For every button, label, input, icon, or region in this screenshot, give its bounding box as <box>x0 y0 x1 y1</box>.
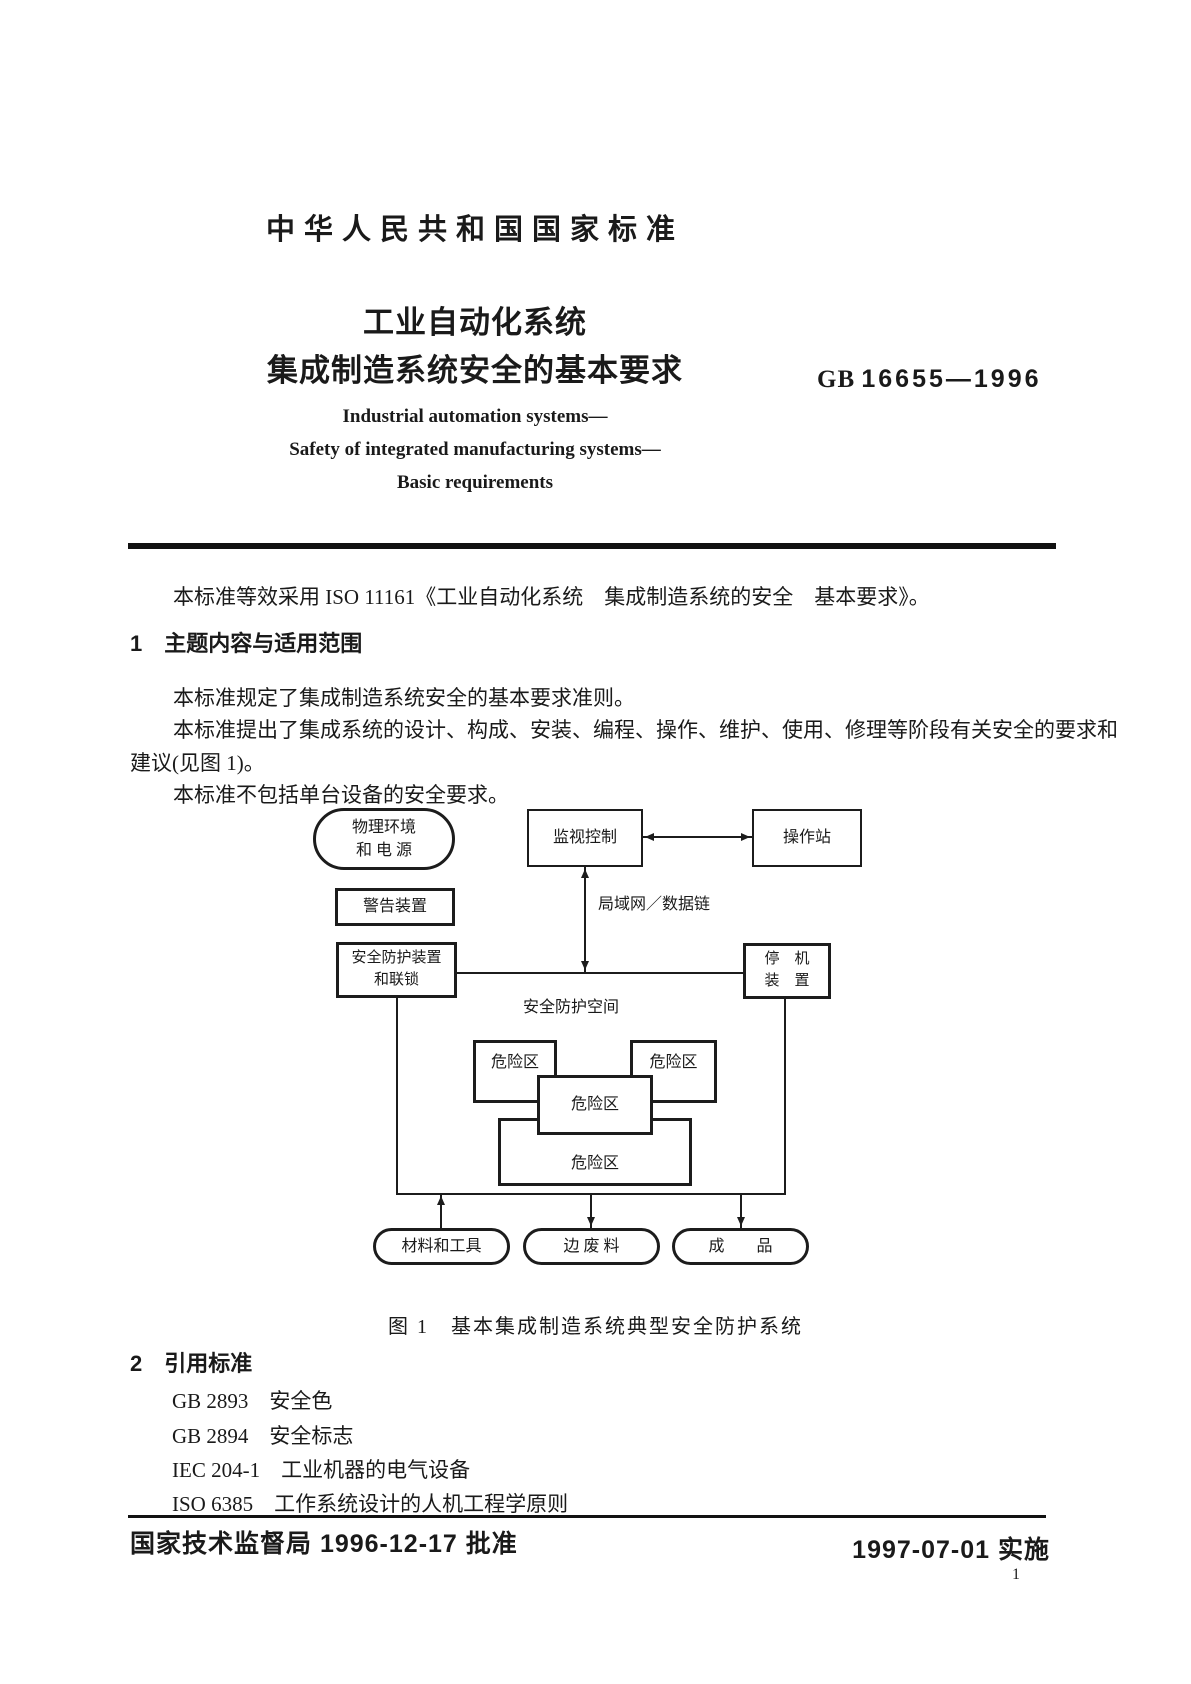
approval-statement: 国家技术监督局 1996-12-17 批准 <box>130 1530 518 1558</box>
reference-gb2893: GB 2893 安全色 <box>172 1389 333 1413</box>
materials-link-line <box>440 1193 442 1228</box>
section1-line2: 本标准提出了集成系统的设计、构成、安装、编程、操作、维护、使用、修理等阶段有关安… <box>173 718 1118 742</box>
stop-device-line1: 停 机 <box>764 951 810 968</box>
arrowhead-up-icon <box>437 1196 445 1205</box>
section1-line4: 本标准不包括单台设备的安全要求。 <box>173 783 509 807</box>
materials-tools-node: 材料和工具 <box>373 1228 510 1265</box>
operator-station-node: 操作站 <box>752 809 862 867</box>
standard-title-line1: 工业自动化系统 <box>363 305 587 340</box>
arrowhead-left-icon <box>645 833 654 841</box>
stop-device-line2: 装 置 <box>764 973 810 989</box>
monitor-station-link-line <box>643 836 752 838</box>
reference-gb2894: GB 2894 安全标志 <box>172 1424 354 1448</box>
materials-tools-label: 材料和工具 <box>401 1237 482 1255</box>
arrowhead-up-icon <box>581 869 589 878</box>
operator-station-label: 操作站 <box>782 829 831 847</box>
safeguarded-space-label: 安全防护空间 <box>523 999 620 1016</box>
national-standard-label: 中华人民共和国国家标准 <box>265 214 684 246</box>
english-title-line1: Industrial automation systems— <box>342 406 608 427</box>
intro-paragraph: 本标准等效采用 ISO 11161《工业自动化系统 集成制造系统的安全 基本要求… <box>173 585 930 609</box>
scrap-node: 边 废 料 <box>523 1228 660 1265</box>
section2-heading: 2 引用标准 <box>130 1351 253 1376</box>
section1-heading: 1 主题内容与适用范围 <box>130 631 363 656</box>
section1-line1: 本标准规定了集成制造系统安全的基本要求准则。 <box>173 686 635 710</box>
figure1-caption: 图 1 基本集成制造系统典型安全防护系统 <box>388 1316 803 1338</box>
arrowhead-right-icon <box>741 833 750 841</box>
safeguard-interlock-node: 安全防护装置 和联锁 <box>336 942 457 998</box>
scrap-link-line <box>590 1193 592 1228</box>
arrowhead-down-icon <box>737 1217 745 1226</box>
environment-node-line2: 和 电 源 <box>355 842 412 859</box>
environment-node: 物理环境 和 电 源 <box>313 808 455 870</box>
danger-zone-label: 危险区 <box>490 1054 539 1071</box>
environment-node-line1: 物理环境 <box>351 818 416 836</box>
header-rule <box>128 543 1056 549</box>
arrowhead-down-icon <box>587 1217 595 1226</box>
lan-label: 局域网／数据链 <box>598 896 711 913</box>
reference-iso6385: ISO 6385 工作系统设计的人机工程学原则 <box>172 1492 569 1516</box>
footer-rule <box>128 1515 1046 1518</box>
english-title-line3: Basic requirements <box>396 472 554 493</box>
safeguard-node-line2: 和联锁 <box>373 972 419 988</box>
danger-zone-label: 危险区 <box>570 1096 619 1114</box>
finished-product-node: 成 品 <box>672 1228 809 1265</box>
product-link-line <box>740 1193 742 1228</box>
monitor-control-label: 监视控制 <box>552 829 617 847</box>
section1-line3: 建议(见图 1)。 <box>130 751 265 775</box>
danger-zone-bottom: 危险区 <box>498 1118 692 1186</box>
standard-code: GB 16655—1996 <box>817 365 1042 394</box>
scrap-label: 边 废 料 <box>563 1237 620 1255</box>
english-title-line2: Safety of integrated manufacturing syste… <box>289 439 661 460</box>
page-number: 1 <box>1012 1566 1020 1583</box>
danger-zone-top-right: 危险区 <box>630 1040 717 1103</box>
safeguarded-space-frame <box>396 972 786 1195</box>
lan-link-line <box>584 867 586 972</box>
implementation-statement: 1997-07-01 实施 <box>852 1536 1050 1564</box>
standard-code-prefix: GB <box>817 366 856 393</box>
standard-title-line2: 集成制造系统安全的基本要求 <box>267 353 683 388</box>
stop-device-node: 停 机 装 置 <box>743 943 831 999</box>
arrowhead-down-icon <box>581 961 589 970</box>
danger-zone-middle: 危险区 <box>537 1075 653 1135</box>
monitor-control-node: 监视控制 <box>527 809 643 867</box>
standard-code-number: 16655—1996 <box>861 365 1042 393</box>
reference-iec204: IEC 204-1 工业机器的电气设备 <box>172 1458 471 1482</box>
danger-zone-top-left: 危险区 <box>473 1040 557 1103</box>
finished-product-label: 成 品 <box>708 1237 773 1255</box>
safeguard-node-line1: 安全防护装置 <box>351 950 442 967</box>
warning-device-node: 警告装置 <box>335 888 455 926</box>
danger-zone-label: 危险区 <box>649 1054 698 1071</box>
danger-zone-label: 危险区 <box>570 1154 619 1172</box>
warning-device-label: 警告装置 <box>362 898 427 916</box>
